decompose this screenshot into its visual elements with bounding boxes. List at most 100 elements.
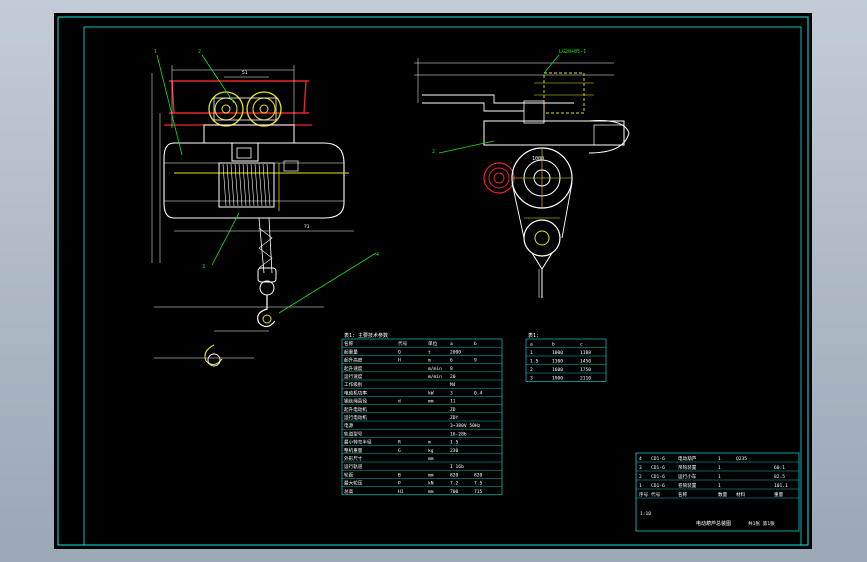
hoist-body <box>163 142 345 219</box>
table-1-cell: mm <box>428 490 434 495</box>
hook-pulley <box>523 219 561 257</box>
table-1-cell: mm <box>428 457 434 462</box>
trolley-wheel-right <box>246 91 282 127</box>
table-2-cell: 1450 <box>580 359 591 365</box>
table-2-cell: 1 <box>530 350 533 356</box>
table-1-cell: 7.5 <box>474 481 483 487</box>
title-block-cell: 重量 <box>774 491 784 498</box>
callout-3: 3 <box>202 264 205 270</box>
table-1-cell: mm <box>428 400 434 405</box>
title-block-cell: 电动葫芦 <box>678 455 697 462</box>
title-block-cell: 1 <box>718 474 721 480</box>
table-1-cell: ZD <box>450 407 456 413</box>
table-1-cell: 单位 <box>428 340 438 347</box>
cad-viewport[interactable]: 51 71 <box>54 13 812 549</box>
table-1-cell: H1 <box>398 489 404 495</box>
sheet-number: 共1张 第1张 <box>748 520 775 527</box>
table-1-cell: a <box>450 342 453 347</box>
table-2-title: 表1: <box>528 332 539 339</box>
table-1-cell: 运行轨道 <box>344 463 363 470</box>
table-1-cell: 230 <box>450 448 459 454</box>
title-block-cell: 1 <box>639 483 642 489</box>
bottom-dimension-text: 71 <box>304 224 310 230</box>
table-2-cell: 1600 <box>552 367 563 373</box>
hook-lowered <box>204 344 223 366</box>
title-block-cell: 1 <box>718 456 721 462</box>
table-1-cell: ZDY <box>450 415 459 421</box>
table-1-cell: R <box>398 440 401 446</box>
table-1-cell: mm <box>428 473 434 478</box>
table-1-cell: 6 <box>450 358 453 364</box>
side-view: LG20+05-1 1000 2 <box>414 49 630 298</box>
table-1-cell: 2000 <box>450 349 461 355</box>
title-block-cell: 数量 <box>718 491 728 498</box>
callout-2: 2 <box>198 49 201 55</box>
title-block-cell: 82.5 <box>774 474 785 480</box>
title-block-cell: 代号 <box>651 491 661 498</box>
hook <box>257 295 276 328</box>
table-1-cell: kg <box>428 448 434 454</box>
title-block-cell: 吊钩装置 <box>678 464 697 471</box>
title-block-cell: 2 <box>639 474 642 480</box>
table-1-cell: 运行速度 <box>344 373 363 380</box>
table-1-cell: 总高 <box>344 488 354 495</box>
table-1-cell: kN <box>428 481 434 487</box>
table-1-cell: 16-28b <box>450 431 467 437</box>
table-1-cell: 715 <box>474 489 483 495</box>
title-block-cell: CD1-6 <box>651 465 665 471</box>
table-2-cell: 2 <box>530 367 533 373</box>
title-block-cell: 1 <box>718 483 721 489</box>
table-2-cell: 3 <box>530 376 533 382</box>
table-1-cell: 7.2 <box>450 481 459 487</box>
callout-leader-4 <box>278 252 377 314</box>
table-1-cell: 钢丝绳直径 <box>344 398 367 405</box>
wire-rope-drum <box>218 162 275 208</box>
title-block-cell: 材料 <box>736 491 746 498</box>
table-1-cell: 20 <box>450 374 456 380</box>
title-block-cell: CD1-6 <box>651 456 665 462</box>
table-1-cell: m <box>428 359 431 364</box>
table-1-cell: m/min <box>428 374 442 380</box>
title-block-cell: CD1-6 <box>651 483 665 489</box>
table-1-cell: I 16b <box>450 464 464 470</box>
table-2-cell: 1900 <box>552 376 563 382</box>
table-1-cell: 轮距 <box>344 471 354 478</box>
table-1-title: 表1: 主要技术参数 <box>344 332 388 339</box>
table-1-cell: Q <box>398 349 401 355</box>
table-1-cell: 运行电动机 <box>344 414 367 421</box>
table-1-cell: 3 <box>450 390 453 396</box>
front-view: 51 71 <box>151 49 379 367</box>
table-2-cell: 1300 <box>552 359 563 365</box>
callout-4: 4 <box>376 252 379 258</box>
title-block-cell: 1 <box>718 465 721 471</box>
drawing-scale: 1:10 <box>640 511 651 517</box>
table-1-cell: 11 <box>450 399 456 405</box>
table-1-cell: kW <box>428 390 434 396</box>
table-2-cell: 1000 <box>552 350 563 356</box>
table-1-cell: 轨道型号 <box>344 430 363 437</box>
callout-1: 1 <box>154 49 157 55</box>
table-2-cell: 1188 <box>580 350 591 356</box>
table-1-cell: 起重量 <box>344 348 358 355</box>
table-1-cell: m <box>428 441 431 446</box>
title-block-cell: 运行小车 <box>678 473 697 480</box>
table-1-cell: M4 <box>450 382 456 388</box>
table-1-cell: 电动机功率 <box>344 389 367 396</box>
table-2-cell: 1.5 <box>530 359 539 365</box>
top-dimension-text: 51 <box>242 70 248 76</box>
table-2-cell: b <box>552 342 555 348</box>
title-block-cell: 101.1 <box>774 483 788 489</box>
table-1-cell: 1.5 <box>450 440 459 446</box>
table-1-cell: B <box>398 472 401 478</box>
title-block-cell: 3 <box>639 465 642 471</box>
table-1-cell: 起升电动机 <box>344 406 367 413</box>
table-1-cell: 700 <box>450 489 459 495</box>
title-block-cell: 序号 <box>639 491 649 498</box>
table-1-cell: d <box>398 399 401 405</box>
side-callout: 2 <box>432 149 435 155</box>
table-1-cell: 外形尺寸 <box>344 455 363 462</box>
table-1-cell: m/min <box>428 366 442 372</box>
side-rail <box>422 94 574 112</box>
table-1-cell: 起升高度 <box>344 357 363 364</box>
